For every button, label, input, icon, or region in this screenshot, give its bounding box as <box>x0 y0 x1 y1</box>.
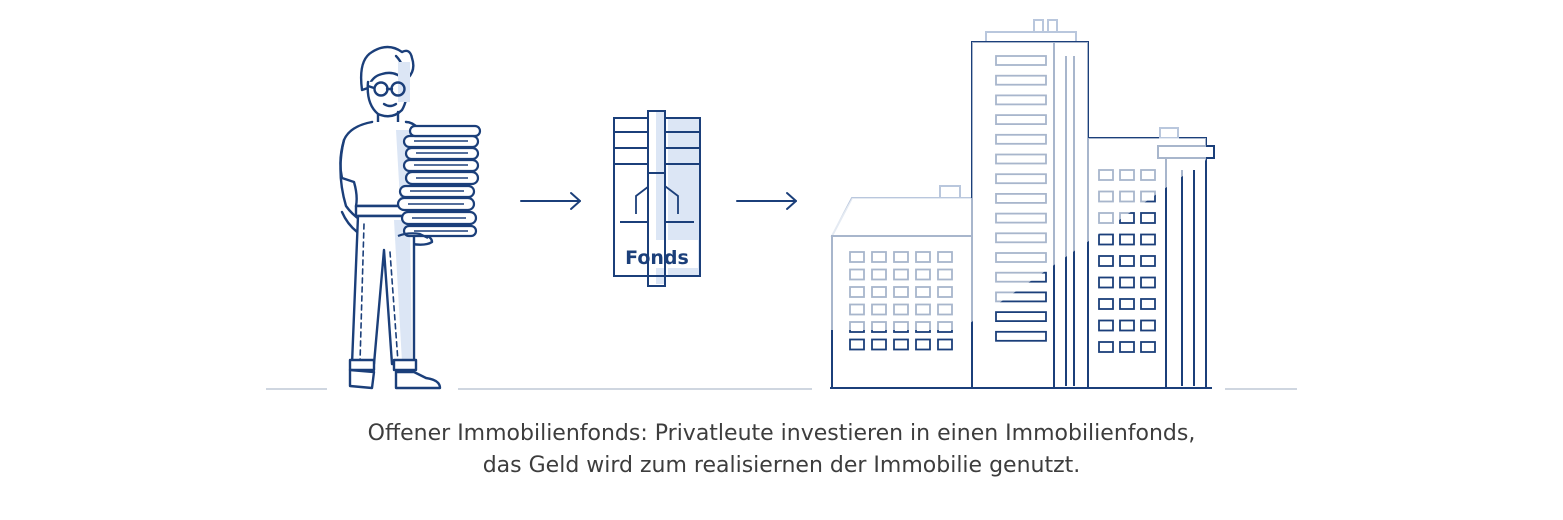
fund-folder-icon <box>613 110 701 287</box>
fund-label: Fonds <box>625 247 689 269</box>
window <box>1098 341 1114 353</box>
caption: Offener Immobilienfonds: Privatleute inv… <box>0 418 1563 482</box>
window <box>1140 233 1156 246</box>
coin-stack-icon <box>396 124 482 238</box>
window <box>1140 255 1156 267</box>
window <box>995 311 1047 323</box>
window <box>1140 319 1156 332</box>
window <box>1119 255 1135 267</box>
window <box>1098 298 1114 310</box>
caption-line-1: Offener Immobilienfonds: Privatleute inv… <box>367 421 1196 446</box>
window <box>937 338 953 351</box>
window <box>871 338 887 351</box>
arrow-right-icon <box>520 192 581 210</box>
arrow-right-icon <box>736 192 797 210</box>
window <box>1140 298 1156 310</box>
window <box>1140 276 1156 289</box>
hand <box>397 232 429 239</box>
illustration: Fonds <box>266 19 1297 390</box>
window <box>1119 298 1135 310</box>
window <box>995 330 1047 342</box>
building-icon <box>830 19 1215 389</box>
window <box>1098 255 1114 267</box>
window <box>915 338 931 351</box>
window <box>1098 233 1114 246</box>
window <box>1140 212 1156 224</box>
window <box>1119 319 1135 332</box>
window <box>1098 319 1114 332</box>
window <box>1119 341 1135 353</box>
window <box>893 338 909 351</box>
window <box>1098 276 1114 289</box>
window <box>849 338 865 351</box>
window <box>1119 276 1135 289</box>
window <box>1140 341 1156 353</box>
window <box>1119 233 1135 246</box>
caption-line-2: das Geld wird zum realisiernen der Immob… <box>482 453 1081 478</box>
